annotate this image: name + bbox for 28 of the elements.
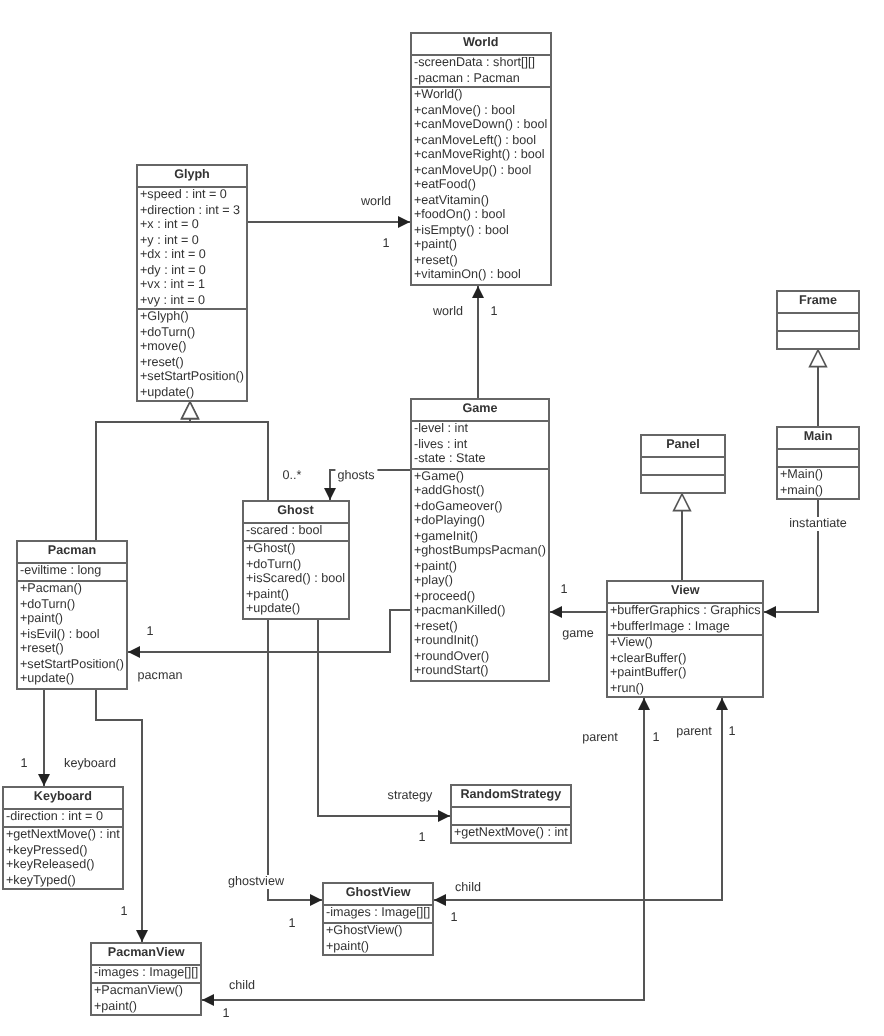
class-box — [640, 434, 726, 494]
class-box — [90, 942, 203, 1016]
class-box — [242, 500, 350, 619]
association-arrow — [201, 697, 650, 1006]
class-box — [410, 32, 552, 285]
association-arrow — [38, 689, 50, 787]
association-arrow — [95, 689, 148, 943]
inheritance-arrow — [808, 349, 828, 427]
association-arrow — [549, 606, 607, 618]
inheritance-arrow — [672, 493, 692, 581]
association-arrow — [433, 697, 728, 906]
association-arrow — [127, 609, 411, 658]
association-arrow — [472, 285, 484, 399]
inheritance-arrow — [95, 401, 200, 541]
class-box — [776, 426, 860, 500]
class-box — [606, 580, 765, 698]
association-arrow — [267, 619, 323, 906]
association-arrow — [317, 619, 451, 822]
class-box — [322, 882, 435, 956]
class-box — [136, 164, 248, 402]
class-box — [2, 786, 124, 890]
class-box — [450, 784, 572, 844]
association-arrow — [324, 469, 411, 501]
class-box — [410, 398, 550, 681]
class-box — [776, 290, 860, 350]
association-arrow — [247, 216, 411, 228]
association-arrow — [763, 499, 819, 618]
class-box — [16, 540, 128, 689]
